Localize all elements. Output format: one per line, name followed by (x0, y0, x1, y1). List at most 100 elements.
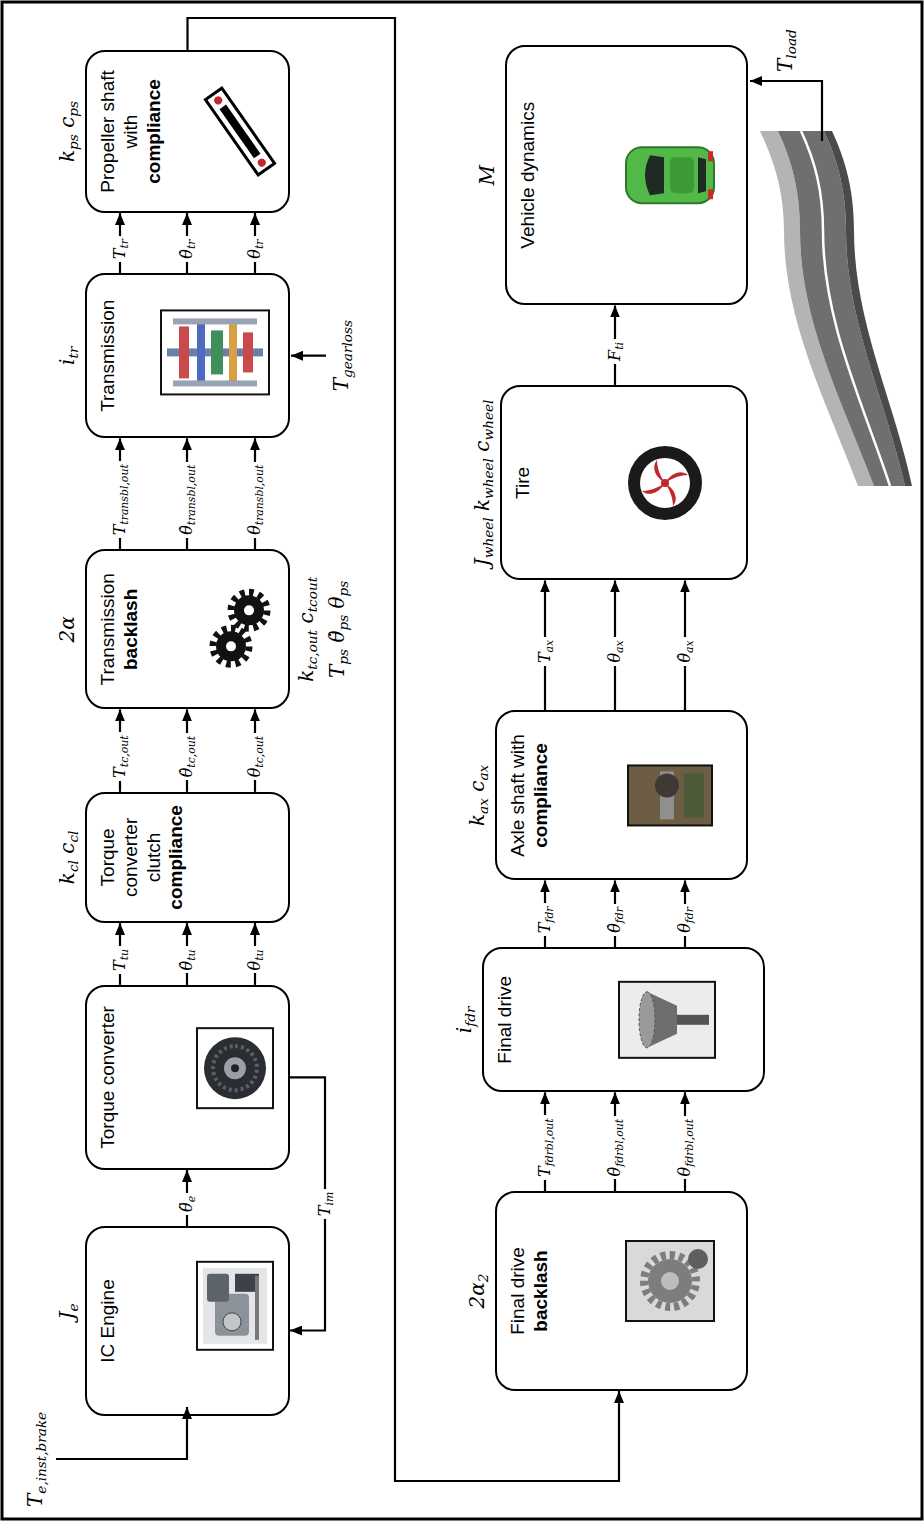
engine-photo (197, 1262, 273, 1350)
signal-label: Tim (315, 1189, 335, 1219)
math-symbol: F (605, 350, 624, 361)
box-label: compliance (143, 60, 166, 203)
signal-arrow (188, 18, 620, 1481)
signal-label: θ̈e (177, 1193, 197, 1215)
signal-label: Ttc,out (110, 732, 130, 781)
math-subscript: fdr (613, 907, 626, 923)
final-drive-photo (619, 982, 715, 1058)
signal-label: θtransbl,out (245, 462, 265, 538)
parameter-label: 2α2 (466, 1274, 489, 1309)
parameter-label: Je (56, 1303, 79, 1319)
signal-label: Tfdrbl,out (535, 1115, 555, 1180)
parameter-label: Tps θ̇ps θps (326, 581, 349, 678)
box-label: compliance (530, 720, 553, 870)
process-box: Propeller shaft withcompliance (85, 50, 290, 213)
math-symbol: T (325, 665, 349, 678)
math-symbol: T (110, 960, 129, 971)
math-symbol: T (315, 1206, 334, 1217)
math-subscript: fdr (683, 907, 696, 923)
math-symbol: i (452, 1027, 476, 1033)
process-box: Transmission (85, 273, 290, 438)
math-symbol: θ̈ (177, 1202, 196, 1212)
math-symbol: θ (245, 961, 264, 971)
parameter-label: ifdr (453, 1007, 476, 1034)
box-label: Torque converter (97, 995, 120, 1160)
process-box: Transmissionbacklash (85, 549, 290, 709)
box-label: Transmission (97, 559, 120, 699)
math-subscript: fdrbl,out (683, 1119, 696, 1167)
math-symbol: θ̇ (177, 525, 196, 535)
math-symbol: T (110, 767, 129, 778)
signal-label: Tax (535, 637, 555, 666)
math-symbol: θ (245, 768, 264, 778)
transmission-drawing (161, 310, 269, 394)
math-symbol: k (55, 872, 79, 884)
box-label: Torque converter clutch (97, 802, 165, 913)
box-label: Transmission (97, 283, 120, 428)
math-subscript: wheel (480, 400, 496, 441)
signal-label: Ttransbl,out (110, 461, 130, 538)
math-subscript: load (783, 29, 799, 58)
math-symbol: θ̇ (605, 923, 624, 933)
math-symbol: c (294, 612, 318, 623)
box-text: Torque converter (97, 995, 120, 1160)
process-box: Axle shaft withcompliance (495, 710, 748, 880)
math-symbol: i (55, 359, 79, 365)
signal-label: θ̇tr (177, 236, 197, 261)
tire-symbol (628, 446, 702, 520)
math-subscript: ax (475, 765, 491, 781)
math-symbol: θ̇ (605, 1167, 624, 1177)
math-subscript: ps (65, 101, 81, 117)
box-text: Final drivebacklash (507, 1201, 553, 1381)
gears-symbol (213, 592, 267, 664)
math-subscript: 2 (475, 1274, 491, 1283)
signal-label: θ̇fdrbl,out (605, 1116, 625, 1180)
parameter-label: kcl ccl (56, 831, 79, 885)
signal-label: θ̇fdr (605, 904, 625, 936)
process-box: Vehicle dynamics (505, 45, 748, 305)
parameter-label: Te,inst,brake (24, 1412, 47, 1507)
process-box: Final drive (482, 947, 765, 1092)
box-label: IC Engine (97, 1236, 120, 1406)
math-subscript: ax (543, 640, 556, 653)
process-box: Torque converter clutchcompliance (85, 792, 290, 923)
math-subscript: fdrbl,out (613, 1119, 626, 1167)
final-drive-backlash-photo (626, 1241, 714, 1321)
signal-label: θtc,out (245, 733, 265, 780)
math-subscript: fdr (462, 1007, 478, 1027)
math-subscript: transbl,out (253, 465, 266, 525)
box-text: Transmission (97, 283, 120, 428)
math-symbol: T (773, 59, 797, 72)
signal-label: θfdrbl,out (675, 1116, 695, 1180)
math-symbol: M (475, 165, 499, 185)
box-label: Propeller shaft with (97, 60, 143, 203)
math-subscript: ax (683, 640, 696, 653)
math-subscript: tc,out (253, 736, 266, 768)
math-subscript: cl (65, 831, 81, 843)
box-text: Vehicle dynamics (517, 55, 540, 295)
math-subscript: gearloss (339, 320, 355, 378)
car-symbol (626, 147, 714, 203)
math-symbol: θ (605, 653, 624, 663)
box-label: Final drive (494, 957, 517, 1082)
math-symbol: θ̇ (177, 961, 196, 971)
math-symbol: θ (675, 1167, 694, 1177)
box-text: Tire (512, 395, 535, 570)
process-box: IC Engine (85, 1226, 290, 1416)
signal-label: θ̇tc,out (177, 733, 197, 780)
box-label: Final drive (507, 1201, 530, 1381)
math-subscript: tc,out (118, 735, 131, 767)
math-subscript: cl (65, 860, 81, 872)
parameter-label: kps cps (56, 101, 79, 162)
box-label: Axle shaft with (507, 720, 530, 870)
math-symbol: T (110, 525, 129, 536)
load-arrow (750, 81, 822, 141)
box-text: Final drive (494, 957, 517, 1082)
road-illustration (760, 131, 912, 486)
math-subscript: ps (335, 581, 351, 597)
